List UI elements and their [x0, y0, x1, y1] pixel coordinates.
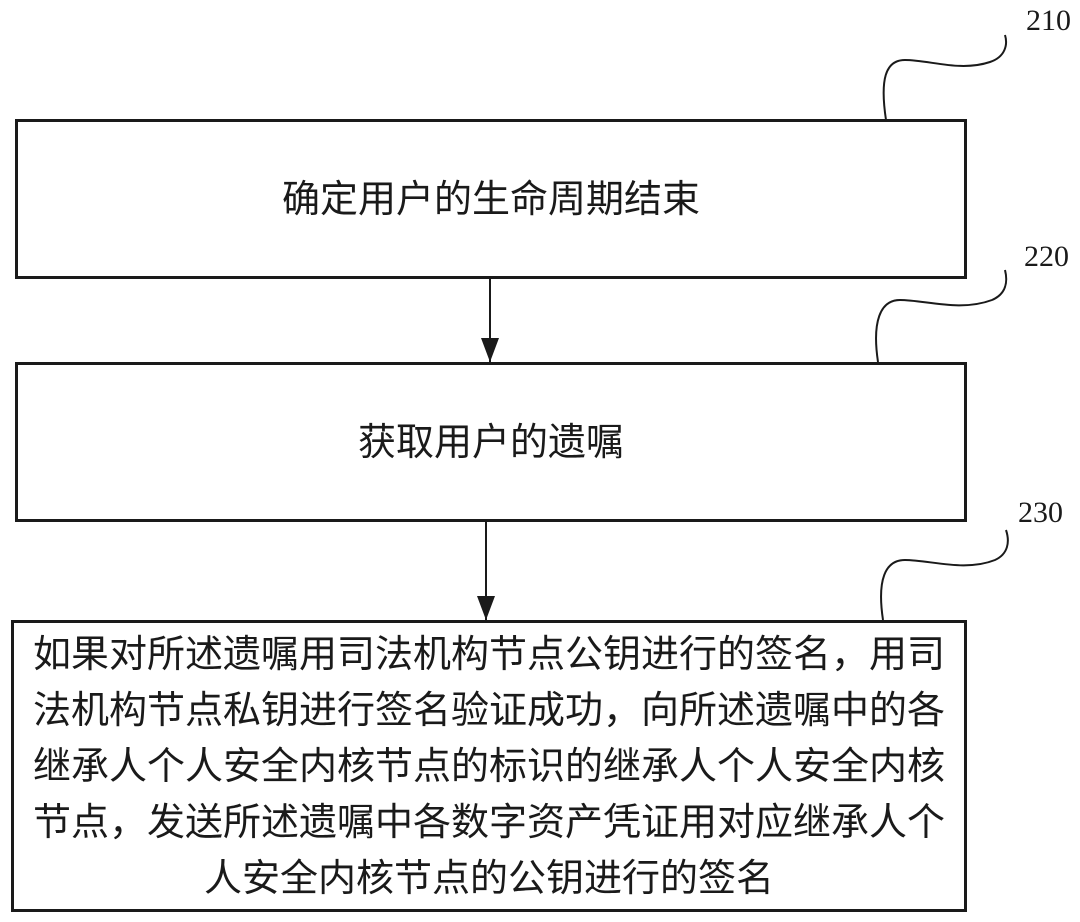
- ref-label-220: 220: [1024, 240, 1069, 273]
- step-box-210: 确定用户的生命周期结束: [15, 119, 967, 279]
- leader-line-210: [882, 34, 1008, 121]
- step-text-230: 如果对所述遗嘱用司法机构节点公钥进行的签名，用司法机构节点私钥进行签名验证成功，…: [32, 632, 945, 900]
- leader-line-220: [875, 269, 1008, 363]
- arrowhead-220-to-230: [477, 596, 495, 620]
- step-box-220: 获取用户的遗嘱: [15, 362, 967, 522]
- step-text-210: 确定用户的生命周期结束: [281, 177, 700, 221]
- step-text-220: 获取用户的遗嘱: [357, 420, 624, 464]
- ref-label-210: 210: [1026, 4, 1071, 37]
- leader-line-230: [880, 529, 1009, 621]
- ref-label-230: 230: [1018, 496, 1063, 529]
- step-box-230: 如果对所述遗嘱用司法机构节点公钥进行的签名，用司法机构节点私钥进行签名验证成功，…: [11, 620, 967, 912]
- arrowhead-210-to-220: [481, 338, 499, 362]
